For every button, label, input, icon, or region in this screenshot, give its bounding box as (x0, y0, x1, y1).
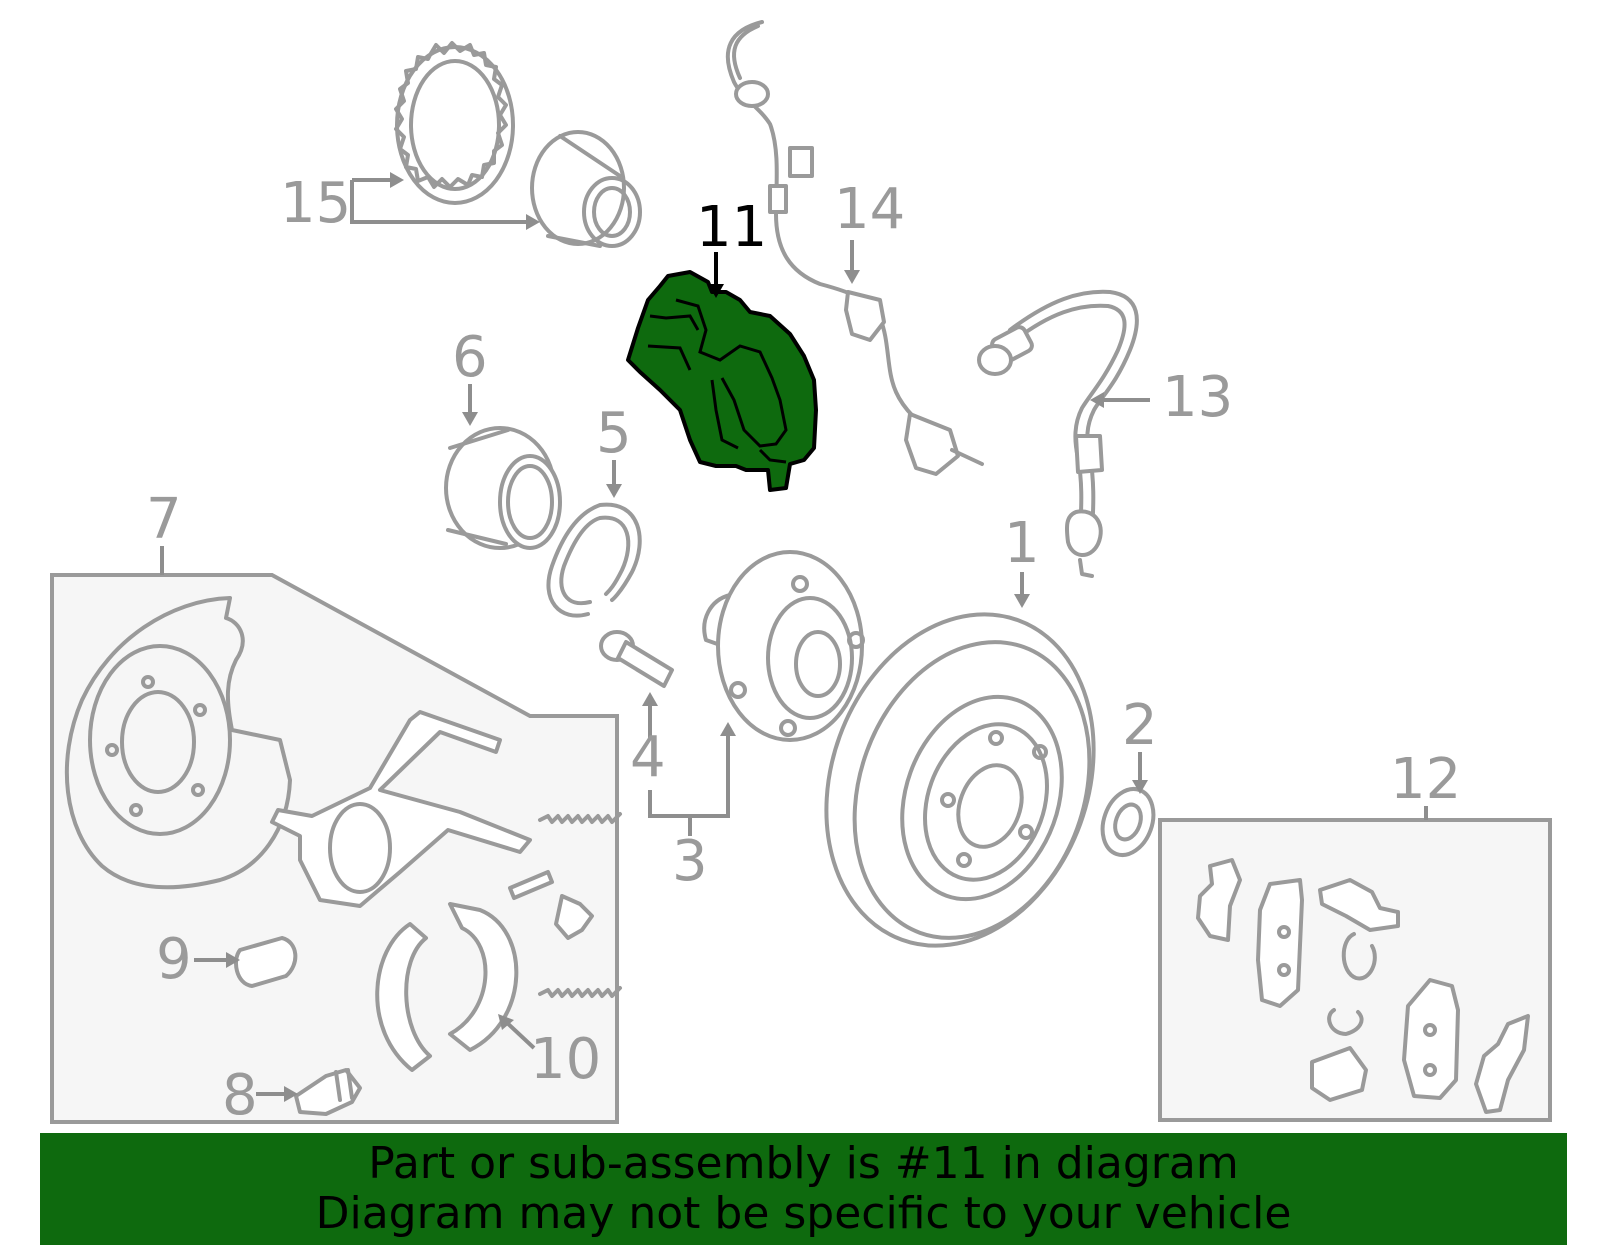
callout-labels: 15 11 14 13 6 5 7 1 2 4 3 12 9 10 8 (146, 171, 1461, 1128)
part-7-lever-assembly (270, 710, 532, 908)
part-14-abs-sensor (725, 20, 984, 476)
callout-10[interactable]: 10 (530, 1027, 601, 1092)
part-11-caliper-highlighted[interactable] (626, 270, 818, 492)
callout-8[interactable]: 8 (222, 1063, 258, 1128)
callout-7[interactable]: 7 (146, 487, 182, 552)
part-7-backing-plate (64, 596, 292, 890)
callout-6[interactable]: 6 (452, 325, 488, 390)
part-3-hub (702, 550, 865, 742)
part-5-snap-ring (546, 502, 642, 618)
info-banner: Part or sub-assembly is #11 in diagram D… (40, 1133, 1567, 1245)
part-8-adjuster (294, 1068, 362, 1116)
callout-5[interactable]: 5 (596, 401, 632, 466)
callout-11[interactable]: 11 (696, 195, 767, 260)
callout-3[interactable]: 3 (672, 829, 708, 894)
part-4-hub-bolt (599, 630, 674, 688)
leader-lines (160, 172, 1428, 1102)
callout-13[interactable]: 13 (1162, 365, 1233, 430)
part-10-brake-shoes (375, 902, 519, 1072)
part-9-plug (234, 936, 298, 988)
callout-1[interactable]: 1 (1004, 511, 1040, 576)
callout-12[interactable]: 12 (1390, 747, 1461, 812)
callout-15[interactable]: 15 (280, 171, 351, 236)
banner-line-2: Diagram may not be specific to your vehi… (315, 1188, 1292, 1239)
part-1-rotor (824, 612, 1096, 948)
part-6-wheel-bearing (444, 426, 562, 550)
banner-line-1: Part or sub-assembly is #11 in diagram (368, 1138, 1239, 1189)
callout-4[interactable]: 4 (630, 725, 666, 790)
callout-2[interactable]: 2 (1122, 693, 1158, 758)
part-2-washer (1100, 787, 1156, 857)
part-15-bearing-cap (530, 130, 642, 248)
part-12-pad-kit (1196, 858, 1530, 1114)
callout-14[interactable]: 14 (834, 177, 905, 242)
callout-9[interactable]: 9 (156, 927, 192, 992)
part-13-brake-hose (977, 289, 1139, 578)
part-7-springs (508, 812, 622, 998)
part-15-tone-ring (394, 41, 515, 205)
